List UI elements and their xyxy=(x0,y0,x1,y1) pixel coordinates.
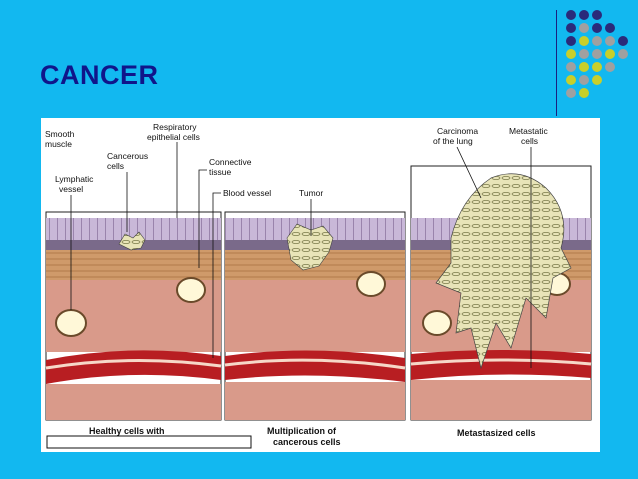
tissue-panel-multiplication xyxy=(224,211,406,421)
decor-dot xyxy=(579,36,589,46)
label-cancerous-line1: Cancerous xyxy=(107,151,148,161)
decor-dot xyxy=(579,88,589,98)
decor-dot xyxy=(579,62,589,72)
label-connective-line1: Connective xyxy=(209,157,252,167)
decor-dot xyxy=(566,23,576,33)
decor-dot xyxy=(592,62,602,72)
label-cancerous-line2: cells xyxy=(107,161,124,171)
label-tumor: Tumor xyxy=(299,188,323,198)
cancer-progression-diagram: Smooth muscle Respiratory epithelial cel… xyxy=(45,122,592,449)
tissue-panel-healthy xyxy=(45,211,222,421)
decor-dot xyxy=(579,10,589,20)
tissue-panel-metastasized xyxy=(410,165,592,421)
decor-dot xyxy=(566,88,576,98)
decor-dot xyxy=(579,23,589,33)
label-smooth-muscle-line1: Smooth xyxy=(45,129,75,139)
decor-dot xyxy=(605,36,615,46)
label-connective-line2: tissue xyxy=(209,167,231,177)
caption-healthy: Healthy cells with xyxy=(89,426,165,436)
caption-healthy-box xyxy=(46,435,252,449)
decor-dot xyxy=(566,36,576,46)
caption-multiplication-line2: cancerous cells xyxy=(273,437,341,447)
decor-dot xyxy=(579,49,589,59)
decor-dot xyxy=(566,75,576,85)
decor-dot xyxy=(592,75,602,85)
label-carcinoma-line2: of the lung xyxy=(433,136,473,146)
label-lymphatic-line1: Lymphatic xyxy=(55,174,94,184)
pointer-connective xyxy=(198,169,207,268)
caption-multiplication-line1: Multiplication of xyxy=(267,426,337,436)
label-metastatic-line1: Metastatic xyxy=(509,126,548,136)
label-carcinoma-line1: Carcinoma xyxy=(437,126,478,136)
caption-metastasized: Metastasized cells xyxy=(457,428,536,438)
decor-dot xyxy=(592,10,602,20)
label-smooth-muscle-line2: muscle xyxy=(45,139,72,149)
label-blood-vessel: Blood vessel xyxy=(223,188,271,198)
decor-dot xyxy=(605,23,615,33)
decor-dot xyxy=(592,23,602,33)
pointer-carcinoma xyxy=(456,146,482,199)
label-metastatic-line2: cells xyxy=(521,136,538,146)
diagram-panel: Smooth muscle Respiratory epithelial cel… xyxy=(41,118,600,452)
decor-dot xyxy=(618,49,628,59)
decor-dot xyxy=(592,49,602,59)
decor-dot xyxy=(579,75,589,85)
label-respiratory-line1: Respiratory xyxy=(153,122,197,132)
pointer-blood-vessel xyxy=(212,192,221,358)
decor-dot xyxy=(605,62,615,72)
title-divider-line xyxy=(556,10,557,116)
decor-dot xyxy=(605,49,615,59)
decor-dot xyxy=(566,49,576,59)
slide-title: CANCER xyxy=(40,60,159,90)
decor-dot xyxy=(618,36,628,46)
decor-dot xyxy=(566,62,576,72)
label-lymphatic-line2: vessel xyxy=(59,184,83,194)
decor-dot xyxy=(566,10,576,20)
decor-dot xyxy=(592,36,602,46)
label-respiratory-line2: epithelial cells xyxy=(147,132,200,142)
